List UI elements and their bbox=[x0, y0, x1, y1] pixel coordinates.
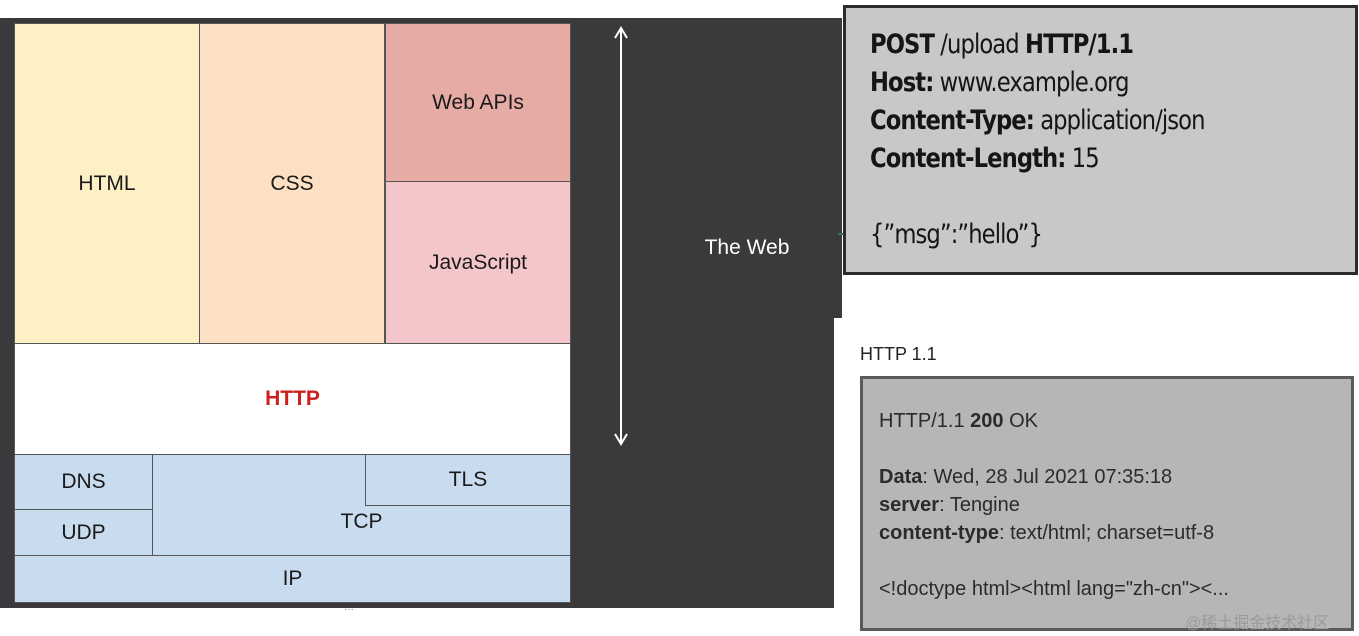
request-path: /upload bbox=[940, 29, 1019, 60]
server-header: server: Tengine bbox=[879, 491, 1351, 519]
server-value: : Tengine bbox=[939, 494, 1020, 516]
host-header: Host: www.example.org bbox=[870, 64, 1277, 102]
response-code: 200 bbox=[970, 410, 1004, 432]
date-header: Data: Wed, 28 Jul 2021 07:35:18 bbox=[879, 463, 1351, 491]
content-type-key: Content-Type: bbox=[870, 105, 1035, 136]
response-version: HTTP/1.1 bbox=[879, 410, 965, 432]
response-content-type-header: content-type: text/html; charset=utf-8 bbox=[879, 519, 1351, 547]
css-label: CSS bbox=[270, 171, 314, 195]
udp-label: UDP bbox=[61, 520, 106, 544]
javascript-label: JavaScript bbox=[428, 250, 528, 274]
the-web-label: The Web bbox=[704, 236, 790, 259]
request-body: {”msg”:”hello”} bbox=[870, 219, 1043, 250]
date-value: : Wed, 28 Jul 2021 07:35:18 bbox=[922, 466, 1173, 488]
content-type-value: application/json bbox=[1040, 105, 1205, 136]
request-version: HTTP/1.1 bbox=[1025, 29, 1134, 60]
response-content-type-value: : text/html; charset=utf-8 bbox=[999, 522, 1215, 544]
tcp-label: TCP bbox=[340, 510, 383, 533]
css-block: CSS bbox=[199, 23, 385, 344]
ip-block: IP bbox=[14, 555, 571, 603]
host-value: www.example.org bbox=[939, 67, 1130, 98]
ip-label: IP bbox=[282, 567, 303, 590]
http-response-box: HTTP/1.1 200 OK Data: Wed, 28 Jul 2021 0… bbox=[860, 376, 1354, 631]
dns-block: DNS bbox=[14, 454, 153, 510]
response-content-type-key: content-type bbox=[879, 522, 999, 544]
host-key: Host: bbox=[870, 67, 934, 98]
response-caption: HTTP 1.1 bbox=[860, 344, 937, 364]
response-body: <!doctype html><html lang="zh-cn"><... bbox=[879, 578, 1229, 600]
html-label: HTML bbox=[78, 171, 136, 195]
dns-label: DNS bbox=[61, 470, 106, 493]
watermark: @稀土掘金技术社区 bbox=[1185, 615, 1330, 632]
web-apis-block: Web APIs bbox=[385, 23, 571, 182]
http-request-box: POST /upload HTTP/1.1 Host: www.example.… bbox=[843, 5, 1358, 275]
response-status: OK bbox=[1009, 410, 1038, 432]
content-type-header: Content-Type: application/json bbox=[870, 102, 1277, 140]
double-arrow-icon bbox=[614, 26, 628, 446]
http-label: HTTP bbox=[265, 387, 320, 410]
html-block: HTML bbox=[14, 23, 200, 344]
date-key: Data bbox=[879, 466, 923, 488]
pagination-dots: ··· bbox=[344, 604, 354, 615]
status-line: HTTP/1.1 200 OK bbox=[879, 407, 1351, 435]
request-line: POST /upload HTTP/1.1 bbox=[870, 26, 1277, 64]
request-method: POST bbox=[870, 29, 935, 60]
tls-label: TLS bbox=[448, 468, 488, 491]
udp-block: UDP bbox=[14, 509, 153, 556]
content-length-header: Content-Length: 15 bbox=[870, 140, 1277, 178]
server-key: server bbox=[879, 494, 940, 516]
web-panel-extension bbox=[834, 18, 842, 318]
content-length-value: 15 bbox=[1071, 143, 1100, 174]
http-block: HTTP bbox=[14, 343, 571, 455]
javascript-block: JavaScript bbox=[385, 181, 571, 344]
tls-block: TLS bbox=[365, 454, 571, 506]
web-apis-label: Web APIs bbox=[432, 90, 524, 114]
content-length-key: Content-Length: bbox=[870, 143, 1066, 174]
